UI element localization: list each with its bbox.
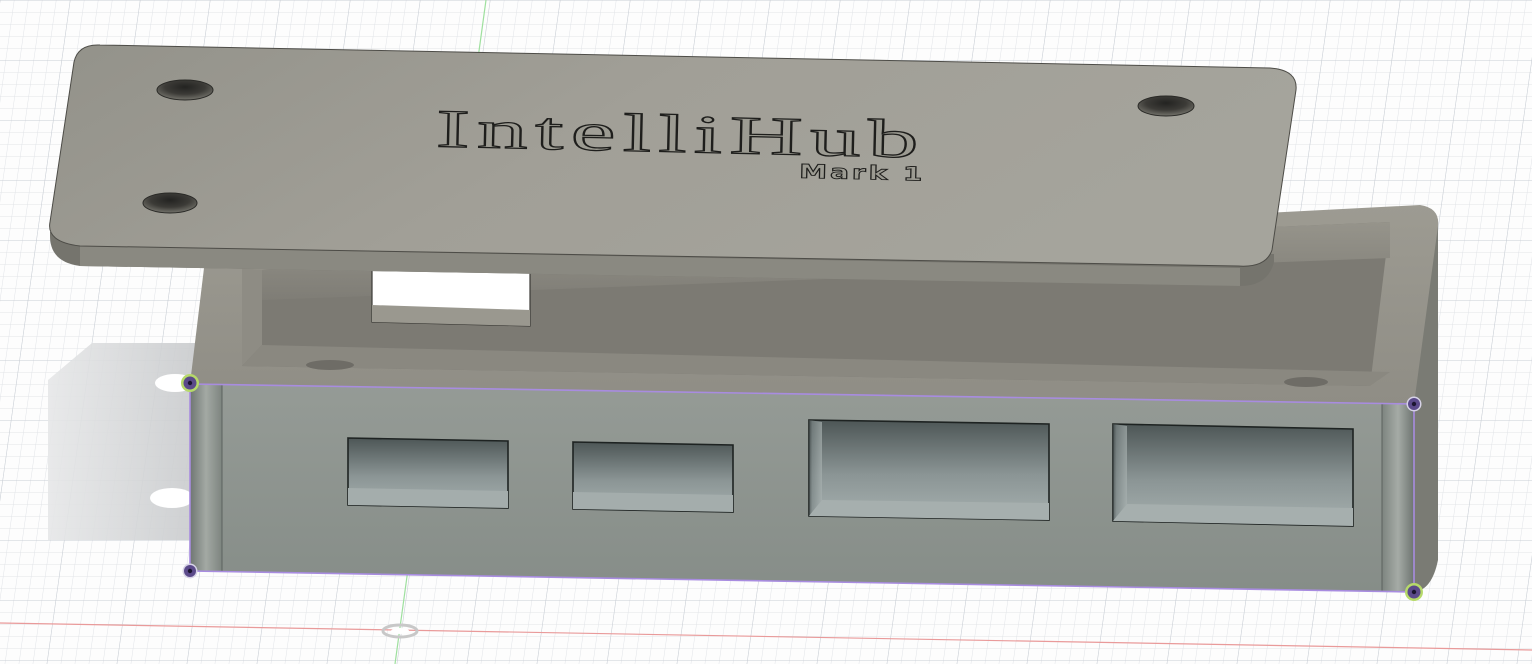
lid-engraved-title: IntelliHub (436, 98, 927, 169)
vertex-handle-bottom-left[interactable] (182, 563, 198, 579)
standoff-boss (306, 360, 354, 370)
lid-top-surface[interactable] (49, 44, 1297, 267)
lid-engraved-subtitle: Mark 1 (799, 161, 925, 186)
mounting-hole-2[interactable] (142, 192, 198, 214)
enclosure-lid[interactable]: IntelliHub Mark 1 (49, 44, 1297, 286)
vertex-handle-top-left[interactable] (181, 374, 199, 392)
origin-marker[interactable] (381, 623, 419, 639)
ground-shadow (48, 343, 200, 540)
vertex-handle-bottom-right[interactable] (1405, 583, 1423, 601)
mounting-hole-3[interactable] (1137, 95, 1195, 117)
vertex-handle-top-right[interactable] (1406, 396, 1422, 412)
port-cutout-2[interactable] (572, 441, 734, 513)
port-cutout-3[interactable] (808, 419, 1050, 521)
port-cutout-4[interactable] (1112, 423, 1354, 527)
x-axis-line (0, 622, 1532, 651)
standoff-boss (1284, 377, 1328, 387)
mounting-hole-1[interactable] (156, 79, 214, 101)
port-cutout-1[interactable] (347, 437, 509, 509)
enclosure-front-face[interactable] (190, 384, 1414, 592)
vertex-handles[interactable] (181, 374, 1423, 601)
